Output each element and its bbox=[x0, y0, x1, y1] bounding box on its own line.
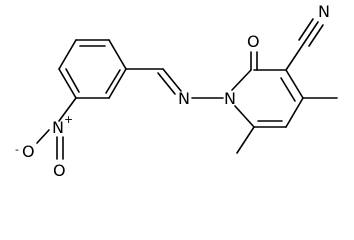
nitrile-nitrogen-label: N bbox=[318, 2, 330, 21]
benzene-bond-2 bbox=[108, 39, 127, 70]
nitro-nitrogen-charge: + bbox=[64, 113, 73, 126]
c6-methyl-bond bbox=[236, 126, 255, 154]
nitrile-triple-bond-c bbox=[308, 24, 324, 47]
aryl-nitro-bond bbox=[58, 97, 77, 122]
carbonyl-oxygen-label: O bbox=[247, 32, 260, 51]
benzene-bond-6 bbox=[58, 39, 77, 70]
ring-c3-c4-double-inner bbox=[280, 77, 296, 102]
benzene-double-inner-2 bbox=[105, 69, 121, 94]
c3-nitrile-carbon-bond bbox=[285, 42, 305, 71]
benzene-bond-5 bbox=[58, 68, 77, 99]
ch-n-double-bond-a bbox=[162, 68, 182, 92]
nitro-nitrogen-label: N bbox=[52, 118, 64, 137]
benzene-double-inner-3 bbox=[65, 68, 80, 93]
ring-n1-c2-bond bbox=[231, 69, 252, 91]
ch-n-double-bond-b bbox=[157, 72, 176, 95]
ring-nitrogen-label: N bbox=[224, 89, 236, 108]
nitro-oxygen-2-label: O bbox=[53, 161, 66, 180]
nitro-n-o-single-bond bbox=[36, 129, 50, 144]
nitrile-triple-bond-b bbox=[298, 18, 314, 41]
nitro-oxygen-1-charge: - bbox=[15, 143, 19, 156]
ring-c4-c5-bond bbox=[285, 97, 304, 128]
ring-c3-c4-bond bbox=[285, 69, 304, 99]
structure-canvas: N + O - O N N O N bbox=[15, 2, 338, 180]
nitro-oxygen-1-label: O bbox=[22, 142, 35, 161]
benzene-bond-3 bbox=[108, 68, 127, 99]
imine-nitrogen-label: N bbox=[178, 89, 190, 108]
ring-c6-n1-bond bbox=[234, 105, 255, 128]
molecule-structure: N + O - O N N O N bbox=[15, 2, 338, 180]
nitrile-triple-bond-a bbox=[303, 21, 319, 44]
